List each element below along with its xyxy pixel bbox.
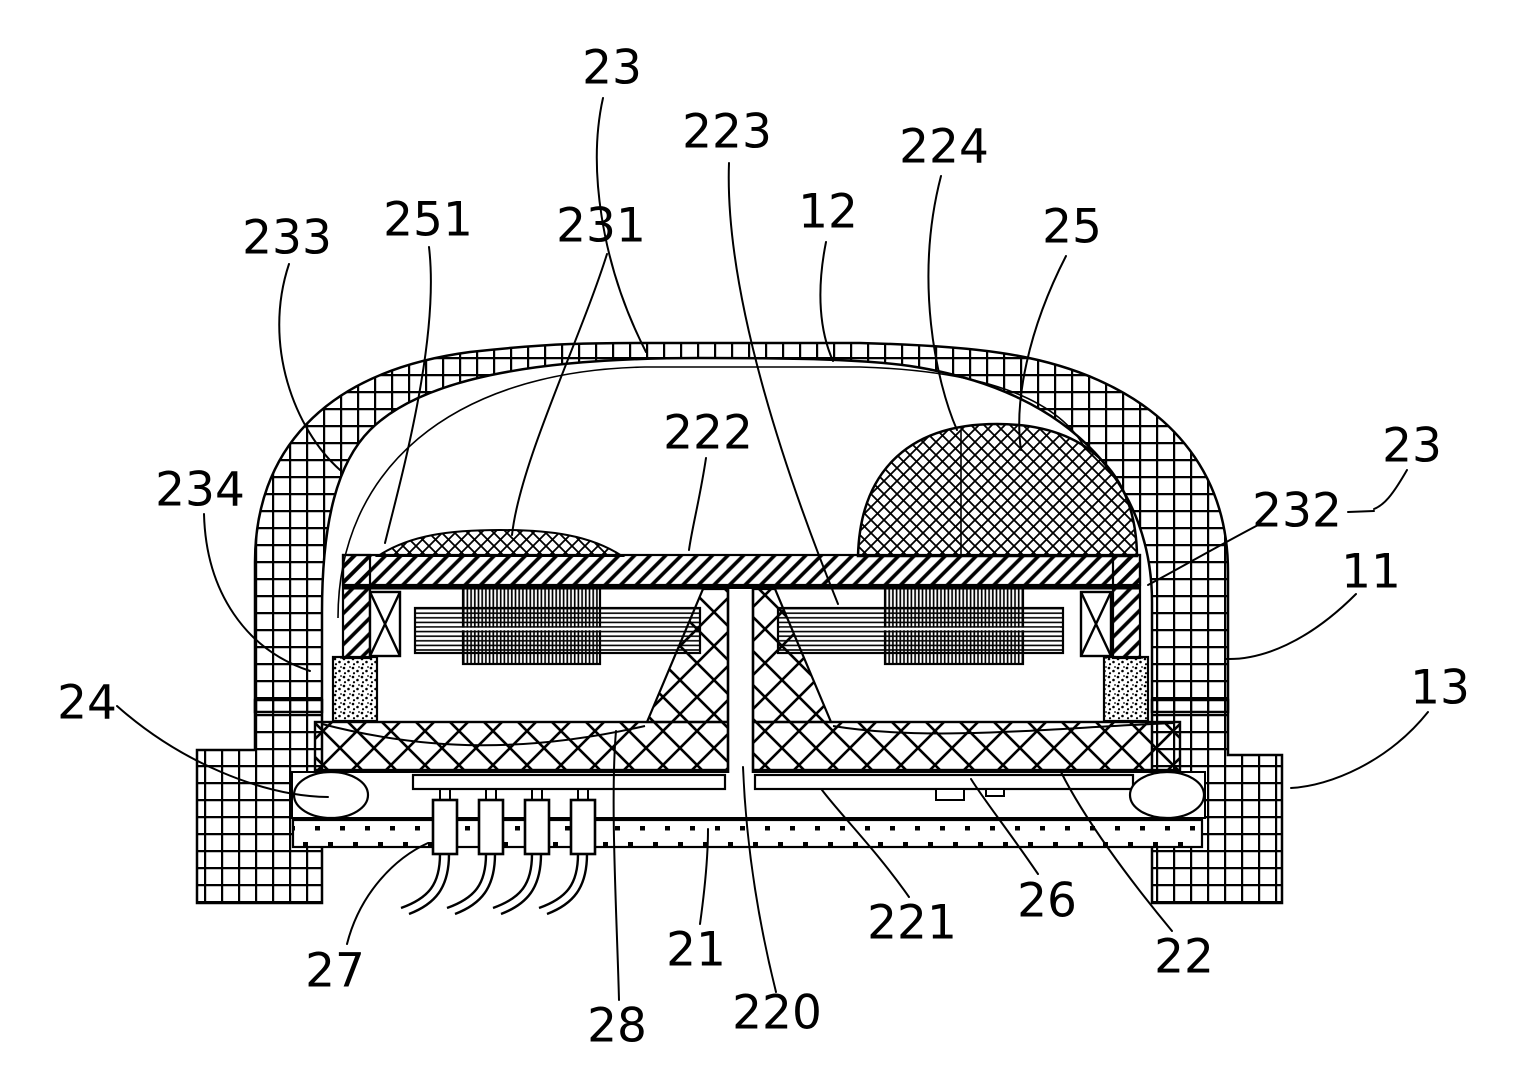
leader-11 [1225, 593, 1357, 661]
ref-label-24: 24 [57, 676, 117, 731]
ref-label-231: 231 [556, 199, 646, 254]
leader-221 [821, 789, 910, 898]
leader-224 [927, 175, 958, 431]
plate-bent-end-left [341, 553, 372, 660]
leader-22 [1060, 771, 1173, 932]
ref-label-28: 28 [587, 999, 647, 1054]
leader-21 [699, 828, 709, 925]
ref-label-27: 27 [305, 944, 365, 999]
plate-bent-end-right [1111, 553, 1142, 660]
board-pad-2 [985, 788, 1005, 797]
leader-251 [384, 246, 432, 544]
leader-233 [278, 263, 341, 471]
inner-liner-line [337, 366, 1087, 619]
ref-label-222: 222 [663, 406, 753, 461]
leader-28 [612, 730, 620, 1001]
ref-label-232: 232 [1252, 484, 1342, 539]
pin-2 [446, 789, 505, 916]
right-magnet-block [1079, 590, 1113, 658]
annotations: 23 223 224 12 25 233 251 231 222 234 23 232 11 13 24 27… [57, 41, 1470, 1054]
ref-label-234: 234 [155, 463, 245, 518]
leader-24 [116, 705, 329, 798]
ref-label-223: 223 [682, 105, 772, 160]
case-right-wall-foot [1150, 698, 1284, 905]
ref-label-251: 251 [383, 193, 473, 248]
ref-label-13: 13 [1410, 661, 1470, 716]
right-encapsulant-dome [856, 422, 1139, 558]
right-oval [1128, 770, 1206, 820]
pin-4 [538, 789, 597, 916]
ref-label-220: 220 [732, 986, 822, 1041]
ref-label-11: 11 [1341, 545, 1401, 600]
ref-label-221: 221 [867, 896, 957, 951]
leader-220 [742, 766, 777, 993]
ref-label-23-top: 23 [582, 41, 642, 96]
ref-label-23-right: 23 [1382, 419, 1442, 474]
pin-1 [400, 789, 459, 916]
left-oval [292, 770, 370, 820]
leader-27 [346, 842, 429, 945]
pin-3 [492, 789, 551, 916]
right-support-block [1102, 655, 1150, 723]
left-magnet-block [368, 590, 402, 658]
leader-232 [1147, 523, 1261, 586]
leader-12 [819, 241, 834, 362]
ref-label-22: 22 [1154, 930, 1214, 985]
ref-label-224: 224 [899, 120, 989, 175]
right-winding [883, 585, 1025, 666]
leader-23-top [595, 97, 647, 353]
ref-label-26: 26 [1017, 874, 1077, 929]
leader-223 [727, 162, 839, 605]
left-winding [461, 585, 602, 666]
ref-label-12: 12 [798, 185, 858, 240]
ref-label-25: 25 [1042, 200, 1102, 255]
leader-222 [688, 457, 707, 551]
board-left [411, 773, 727, 791]
leader-231 [511, 253, 608, 536]
case-left-wall-foot [195, 698, 324, 905]
top-plate [341, 553, 1142, 587]
case-dome-shell [253, 341, 1230, 714]
leader-25 [1018, 255, 1067, 451]
left-encapsulant-bump [374, 528, 626, 557]
left-support-block [331, 655, 379, 723]
leader-234 [203, 513, 311, 672]
board-right [753, 773, 1135, 791]
central-stem [726, 589, 755, 773]
ref-label-21: 21 [666, 923, 726, 978]
leader-23-right [1347, 469, 1408, 513]
base-molding-meniscus [321, 722, 1176, 747]
lead-pins [400, 789, 597, 916]
ref-label-233: 233 [242, 211, 332, 266]
leader-13 [1290, 711, 1429, 789]
leader-26 [970, 778, 1039, 875]
board-pad-1 [935, 788, 965, 801]
